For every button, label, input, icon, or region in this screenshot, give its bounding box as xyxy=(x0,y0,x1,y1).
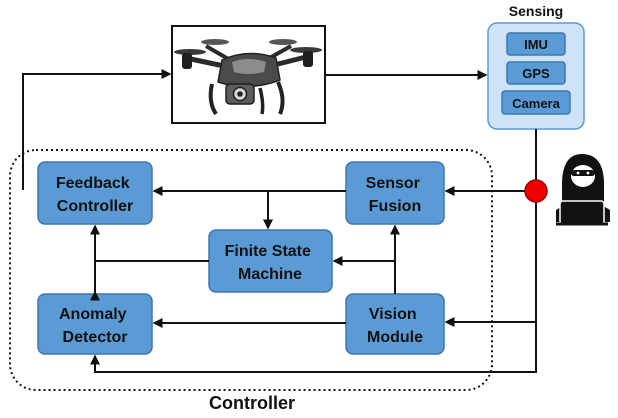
svg-text:Anomaly Detector: Anomaly Detector xyxy=(59,306,131,346)
sensor-camera: Camera xyxy=(501,90,571,115)
svg-text:Vision Module: Vision Module xyxy=(367,306,423,346)
vision-module-line-2: Module xyxy=(367,329,423,346)
vision-module-line-1: Vision xyxy=(369,306,417,323)
sensor-fusion-block: Sensor Fusion xyxy=(345,161,445,225)
attack-point xyxy=(524,179,548,203)
edge-feedback-to-drone xyxy=(22,69,172,190)
vision-module-block: Vision Module xyxy=(345,293,445,355)
svg-text:Sensor Fusion: Sensor Fusion xyxy=(366,175,425,215)
anomaly-detector-block: Anomaly Detector xyxy=(37,293,153,355)
finite-state-machine-line-1: Finite State xyxy=(225,243,311,260)
sensor-fusion-line-2: Fusion xyxy=(369,198,421,215)
svg-text:Feedback Controller: Feedback Controller xyxy=(56,175,134,215)
anomaly-detector-line-2: Detector xyxy=(63,329,128,346)
svg-text:Finite State Machine: Finite State Machine xyxy=(225,243,316,283)
edge-to-anomaly-detector xyxy=(90,322,537,373)
sensor-imu: IMU xyxy=(506,32,566,56)
sensor-camera-label: Camera xyxy=(512,96,560,111)
controller-label: Controller xyxy=(209,393,295,413)
finite-state-machine-line-2: Machine xyxy=(238,266,302,283)
finite-state-machine-block: Finite State Machine xyxy=(208,229,333,293)
sensing-panel: Sensing IMU GPS Camera xyxy=(487,3,585,130)
feedback-controller-block: Feedback Controller xyxy=(37,161,153,225)
hacker-icon xyxy=(556,154,610,226)
drone-image xyxy=(171,25,326,124)
feedback-controller-line-2: Controller xyxy=(57,198,133,215)
sensor-fusion-line-1: Sensor xyxy=(366,175,420,192)
feedback-controller-line-1: Feedback xyxy=(56,175,130,192)
anomaly-detector-line-1: Anomaly xyxy=(59,306,127,323)
sensing-title: Sensing xyxy=(509,3,563,19)
sensor-gps: GPS xyxy=(506,61,566,85)
sensor-imu-label: IMU xyxy=(524,37,548,52)
controller-boundary xyxy=(9,149,493,391)
sensor-gps-label: GPS xyxy=(522,66,550,81)
